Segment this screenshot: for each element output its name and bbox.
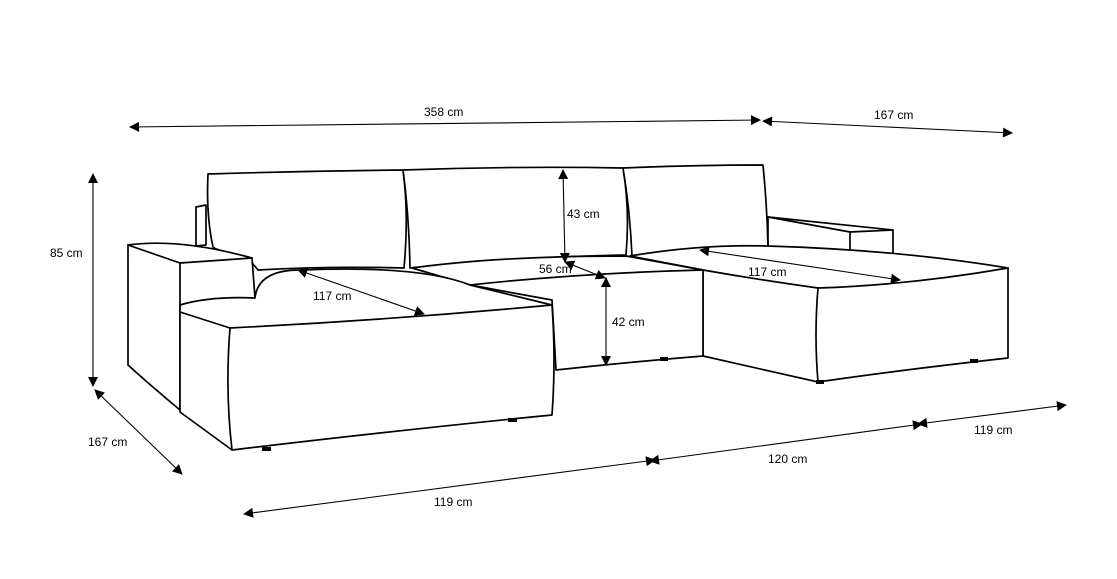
label-backrest-height: 43 cm <box>567 207 600 221</box>
dim-line-117-right <box>699 246 901 284</box>
back-cushion-left <box>206 169 408 271</box>
dim-line-167-left <box>94 389 183 475</box>
dim-line-119-bottom <box>243 456 656 518</box>
label-left-depth: 167 cm <box>88 435 127 449</box>
label-left-chaise-length: 117 cm <box>313 289 351 303</box>
label-bottom-right: 119 cm <box>974 423 1012 437</box>
dimension-labels: 358 cm 167 cm 85 cm 43 cm 56 cm 42 cm 11… <box>50 105 1012 509</box>
sofa-back-base <box>195 204 207 247</box>
label-height: 85 cm <box>50 246 83 260</box>
label-top-chaise-width: 167 cm <box>874 108 913 122</box>
sofa-feet <box>262 357 978 451</box>
label-right-chaise-length: 117 cm <box>748 265 786 279</box>
label-seat-depth: 56 cm <box>539 262 572 276</box>
label-seat-height: 42 cm <box>612 315 645 329</box>
dimension-lines <box>88 115 1067 518</box>
label-top-width: 358 cm <box>424 105 463 119</box>
dim-line-43 <box>558 169 570 263</box>
left-chaise <box>179 268 555 451</box>
dim-line-117-left <box>297 268 425 316</box>
dim-line-56 <box>564 260 606 280</box>
dim-line-358 <box>129 115 761 132</box>
dim-line-167-top <box>762 116 1013 138</box>
back-cushion-middle <box>402 166 629 269</box>
back-cushion-right <box>622 164 769 257</box>
dim-line-120 <box>649 420 923 465</box>
left-side-block <box>127 242 256 411</box>
label-bottom-middle: 120 cm <box>768 452 807 466</box>
label-bottom-left: 119 cm <box>434 495 472 509</box>
dim-line-119-right <box>917 401 1067 428</box>
